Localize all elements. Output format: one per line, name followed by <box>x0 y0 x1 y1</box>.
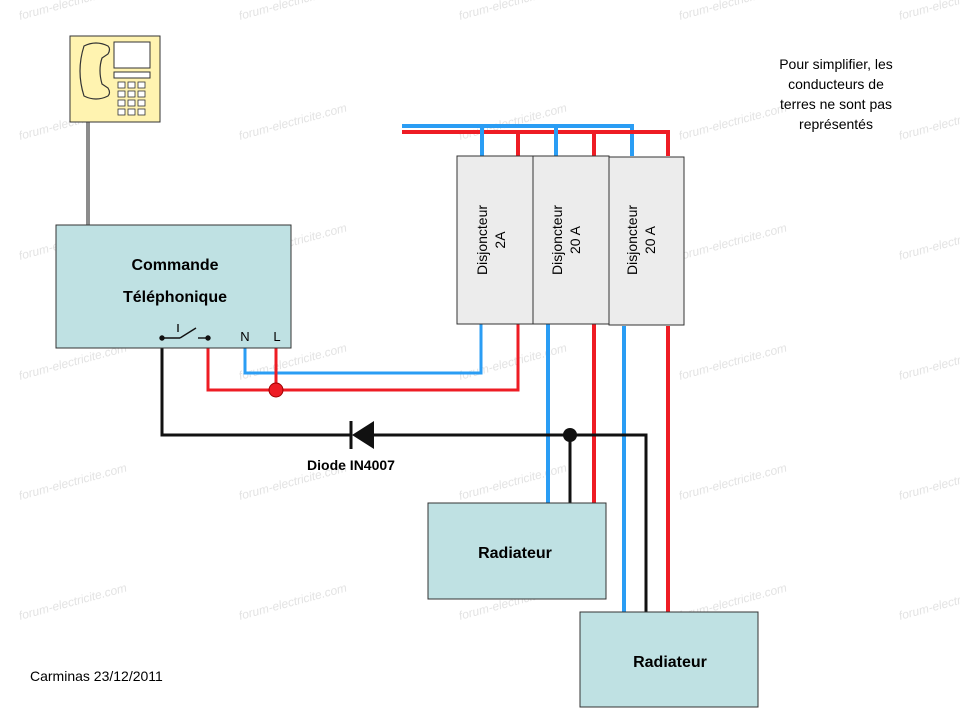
command-box: Commande Téléphonique N L <box>55 224 292 349</box>
watermark-text-29: forum-electricite.com <box>897 581 960 623</box>
breaker-1: Disjoncteur 2A <box>456 155 536 325</box>
watermark-text-22: forum-electricite.com <box>457 461 568 503</box>
watermark-text-18: forum-electricite.com <box>677 341 788 383</box>
watermark-text-9: forum-electricite.com <box>897 101 960 143</box>
watermark-text-4: forum-electricite.com <box>897 0 960 23</box>
breaker-3-line2: 20 A <box>642 225 658 254</box>
diode-symbol <box>340 421 386 449</box>
relay-switch-icon <box>159 324 211 341</box>
watermark-text-19: forum-electricite.com <box>897 341 960 383</box>
diode-label: Diode IN4007 <box>307 457 395 473</box>
pilot-wire <box>160 338 648 612</box>
note: Pour simplifier, les conducteurs de terr… <box>779 56 893 132</box>
junction-phase <box>268 382 284 398</box>
breaker-1-line1: Disjoncteur <box>474 205 490 275</box>
breaker-3-line1: Disjoncteur <box>624 205 640 275</box>
breaker-2-line1: Disjoncteur <box>549 205 565 275</box>
watermark-text-6: forum-electricite.com <box>237 101 348 143</box>
breaker-1-line2: 2A <box>492 231 508 249</box>
radiator-2-supply <box>622 326 670 612</box>
note-line-4: représentés <box>799 116 873 132</box>
watermark-text-13: forum-electricite.com <box>677 221 788 263</box>
note-line-2: conducteurs de <box>788 76 884 92</box>
breaker-2-line2: 20 A <box>567 225 583 254</box>
watermark-text-3: forum-electricite.com <box>677 0 788 23</box>
signature: Carminas 23/12/2011 <box>30 668 163 684</box>
watermark-text-7: forum-electricite.com <box>457 101 568 143</box>
neutral-terminal-label: N <box>240 329 249 344</box>
watermark-text-20: forum-electricite.com <box>17 461 128 503</box>
radiator-2-label: Radiateur <box>633 654 707 671</box>
radiator-1: Radiateur <box>427 502 607 600</box>
watermark-text-14: forum-electricite.com <box>897 221 960 263</box>
watermark-text-1: forum-electricite.com <box>237 0 348 23</box>
watermark-text-8: forum-electricite.com <box>677 101 788 143</box>
radiator-1-supply <box>546 324 596 503</box>
breaker-3: Disjoncteur 20 A <box>608 156 685 326</box>
junction-pilot <box>563 428 577 442</box>
note-line-1: Pour simplifier, les <box>779 56 893 72</box>
command-title-line2: Téléphonique <box>123 289 227 306</box>
radiator-2: Radiateur <box>579 611 759 708</box>
live-terminal-label: L <box>273 329 280 344</box>
telephone-icon <box>69 35 161 123</box>
watermark-text-2: forum-electricite.com <box>457 0 568 23</box>
breaker-2: Disjoncteur 20 A <box>532 155 610 325</box>
watermark-text-26: forum-electricite.com <box>237 581 348 623</box>
watermark-text-23: forum-electricite.com <box>677 461 788 503</box>
watermark-text-0: forum-electricite.com <box>17 0 128 23</box>
watermark-text-24: forum-electricite.com <box>897 461 960 503</box>
note-line-3: terres ne sont pas <box>780 96 892 112</box>
watermark-text-25: forum-electricite.com <box>17 581 128 623</box>
supply-bus <box>402 124 670 156</box>
command-title-line1: Commande <box>131 257 218 274</box>
watermark-text-17: forum-electricite.com <box>457 341 568 383</box>
radiator-1-label: Radiateur <box>478 545 552 562</box>
